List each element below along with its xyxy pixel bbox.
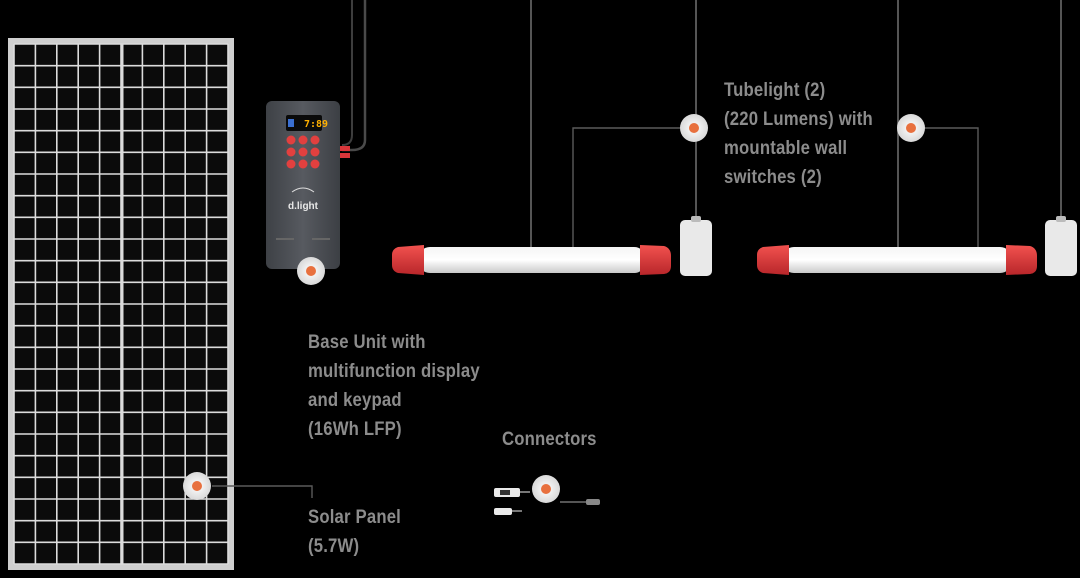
base-unit-display bbox=[286, 115, 322, 131]
connectors-label: Connectors bbox=[502, 425, 597, 454]
keypad-button bbox=[298, 135, 308, 145]
keypad-button bbox=[310, 135, 320, 145]
wall-switch-body bbox=[680, 220, 712, 276]
solar-panel-label-line: (5.7W) bbox=[308, 536, 360, 557]
connector-usb-port bbox=[500, 490, 510, 495]
wall-switch-clip bbox=[691, 216, 701, 222]
keypad-button bbox=[286, 159, 296, 169]
tube-cap-right bbox=[1006, 245, 1037, 275]
tubelight-label-line: switches (2) bbox=[724, 167, 822, 188]
base-unit-body bbox=[266, 101, 340, 269]
port-plug-2 bbox=[340, 153, 350, 158]
display-value: 7:89 bbox=[304, 119, 328, 130]
base-unit-label-line: (16Wh LFP) bbox=[308, 419, 402, 440]
base-unit-fineprint-1 bbox=[276, 238, 294, 240]
wall-switch-clip bbox=[1056, 216, 1066, 222]
tubelight-label-line: mountable wall bbox=[724, 138, 848, 159]
keypad-button bbox=[298, 147, 308, 157]
keypad-button bbox=[286, 147, 296, 157]
display-battery-icon bbox=[288, 119, 294, 127]
hotspot-tubelight-2[interactable] bbox=[897, 114, 925, 142]
connectors bbox=[494, 488, 600, 515]
tubelight-2 bbox=[757, 245, 1037, 275]
keypad-button bbox=[310, 159, 320, 169]
solar-panel-label: Solar Panel (5.7W) bbox=[308, 503, 401, 561]
keypad-button bbox=[298, 159, 308, 169]
hotspot-base-unit[interactable] bbox=[297, 257, 325, 285]
hotspot-tubelight-1[interactable] bbox=[680, 114, 708, 142]
connector-plug bbox=[586, 499, 600, 505]
solar-panel bbox=[8, 38, 234, 570]
tube-cap-right bbox=[640, 245, 671, 275]
base-unit-label: Base Unit with multifunction display and… bbox=[308, 328, 480, 444]
base-unit-fineprint-2 bbox=[312, 238, 330, 240]
hotspot-solar-panel[interactable] bbox=[183, 472, 211, 500]
base-unit-label-line: Base Unit with bbox=[308, 332, 426, 353]
tube-cap-left bbox=[392, 245, 424, 275]
base-unit-keypad bbox=[286, 135, 320, 169]
callout-lines bbox=[212, 127, 979, 498]
port-plug-1 bbox=[340, 146, 350, 151]
brand-logo: d.light bbox=[288, 201, 319, 212]
brand-logo-arc bbox=[291, 187, 315, 193]
keypad-button bbox=[286, 135, 296, 145]
wall-switch-2 bbox=[1045, 216, 1077, 276]
tube-body bbox=[418, 247, 646, 273]
solar-panel-label-line: Solar Panel bbox=[308, 507, 402, 528]
tube-body bbox=[782, 247, 1012, 273]
base-unit-label-line: multifunction display bbox=[308, 361, 480, 382]
base-unit: 7:89 d.light bbox=[266, 101, 350, 269]
connectors-label-text: Connectors bbox=[502, 429, 597, 450]
tubelight-label-line: Tubelight (2) bbox=[724, 80, 826, 101]
keypad-button bbox=[310, 147, 320, 157]
connector-barrel bbox=[494, 508, 512, 515]
wall-switch-1 bbox=[680, 216, 712, 276]
tubelight-label: Tubelight (2) (220 Lumens) with mountabl… bbox=[724, 76, 873, 192]
hotspot-connectors[interactable] bbox=[532, 475, 560, 503]
tubelight-label-line: (220 Lumens) with bbox=[724, 109, 873, 130]
tubelight-1 bbox=[392, 245, 671, 275]
base-unit-label-line: and keypad bbox=[308, 390, 402, 411]
wall-switch-body bbox=[1045, 220, 1077, 276]
tube-cap-left bbox=[757, 245, 789, 275]
